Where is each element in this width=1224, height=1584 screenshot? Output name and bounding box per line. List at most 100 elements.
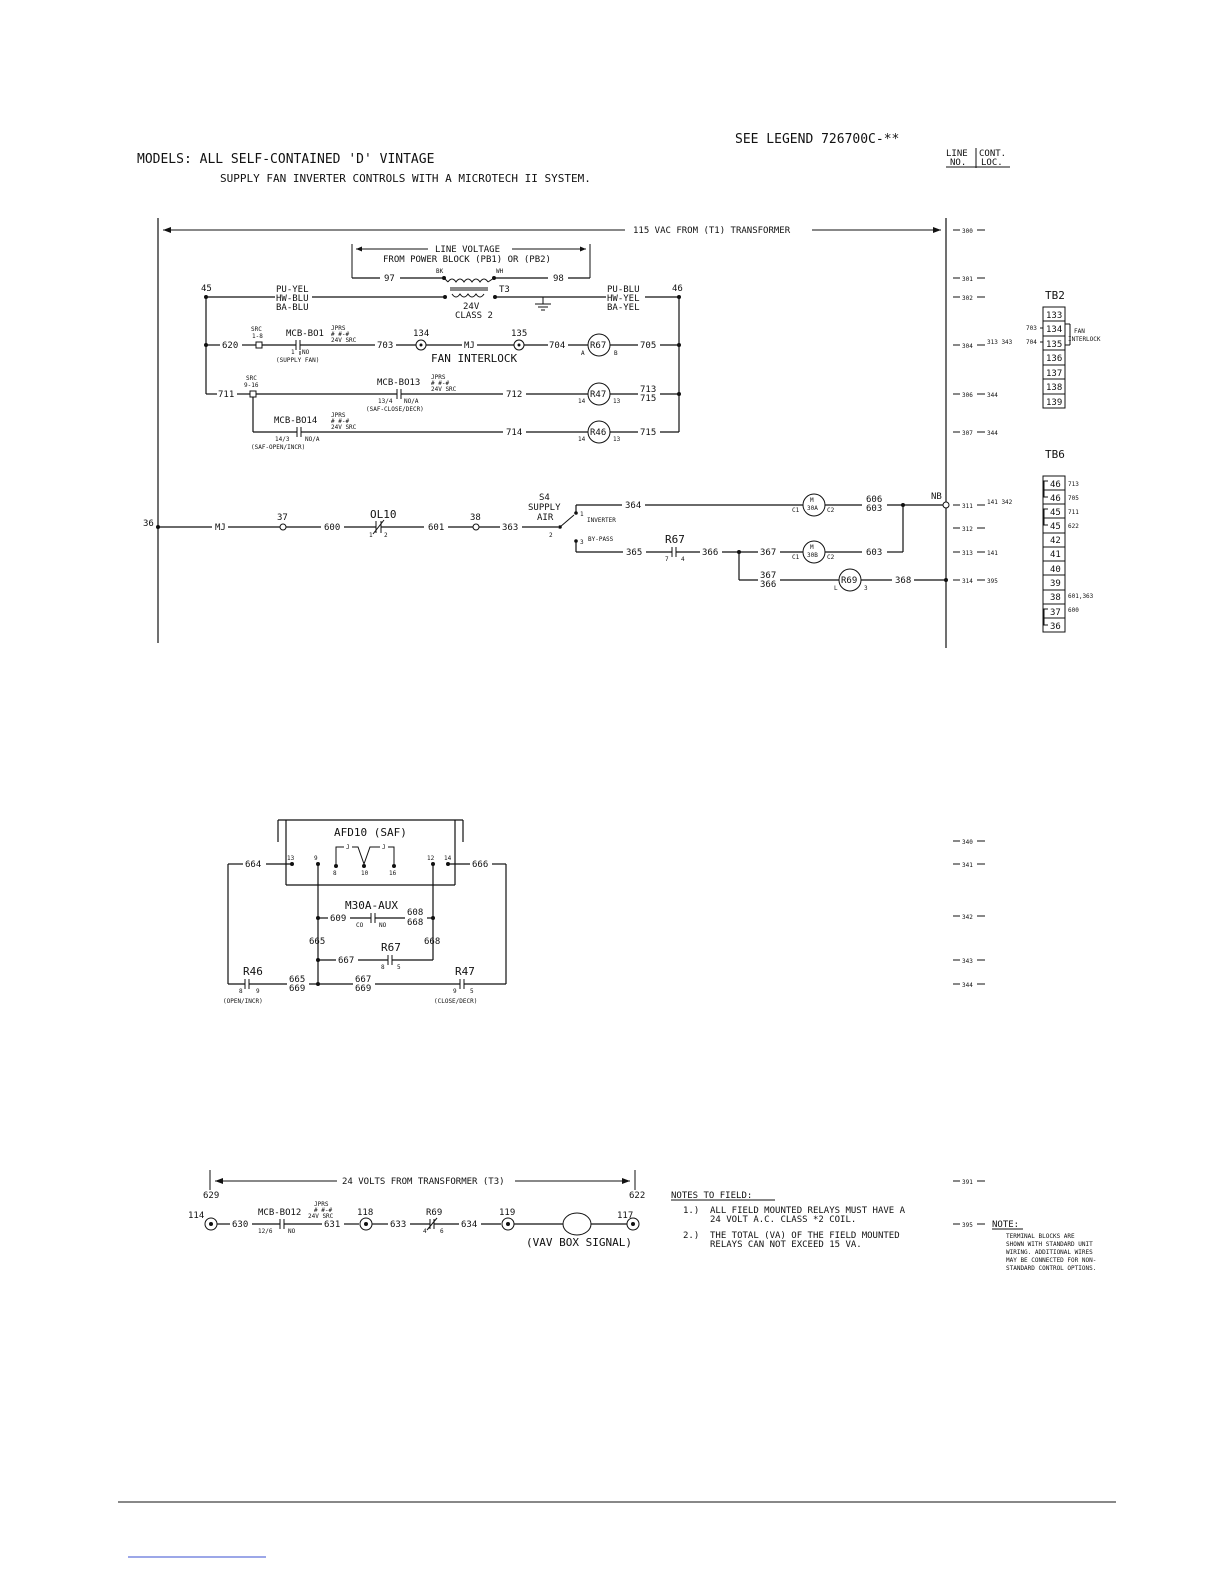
note-line-1: TERMINAL BLOCKS ARE (1006, 1233, 1075, 1240)
m30b-m-label: M (810, 544, 814, 551)
afd-pin-13: 13 (287, 855, 295, 862)
note-2-number: 2.) (683, 1231, 699, 1241)
m30a-c1: C1 (792, 507, 800, 514)
tb6-terminal-46b: 46 (1050, 494, 1061, 504)
tb6-side-705: 705 (1068, 495, 1079, 502)
wire-667b-label: 667 (355, 975, 371, 985)
tb2-wire-704: 704 (1026, 339, 1037, 346)
fan-interlock-label: FAN INTERLOCK (431, 352, 517, 365)
note-line-5: STANDARD CONTROL OPTIONS. (1006, 1265, 1096, 1272)
jprs-label-4: JPRS (314, 1201, 329, 1208)
line-301: 301 (953, 276, 985, 283)
wire-608-label: 608 (407, 908, 423, 918)
afd-circuit: AFD10 (SAF) 13 9 12 14 8 10 16 J J 664 6… (223, 819, 507, 1005)
wire-669b-label: 669 (355, 984, 371, 994)
r46-14-label: 14 (578, 436, 586, 443)
jprs-label-2: JPRS (431, 374, 446, 381)
mj-label: MJ (464, 341, 475, 351)
afd-pin-10: 10 (361, 870, 369, 877)
s4-air-label: AIR (537, 513, 554, 523)
ol10-label: OL10 (370, 508, 397, 521)
r46-coil-label: R46 (590, 428, 606, 438)
line-342-no: 342 (962, 914, 973, 921)
left-color-3: BA-BLU (276, 303, 309, 313)
wire-367b-label: 367 (760, 571, 776, 581)
tb2-terminal-136: 136 (1046, 354, 1062, 364)
tb2-terminal-138: 138 (1046, 383, 1062, 393)
tb6-side-600: 600 (1068, 607, 1079, 614)
wire-631-label: 631 (324, 1220, 340, 1230)
r69-3-label: 3 (864, 585, 868, 592)
bus-115vac-label: 115 VAC FROM (T1) TRANSFORMER (633, 226, 791, 236)
tb6-terminal-39: 39 (1050, 579, 1061, 589)
tb2-terminal-135: 135 (1046, 340, 1062, 350)
wire-364-label: 364 (625, 501, 641, 511)
vav-box-signal-load (562, 1212, 592, 1236)
mcb-bo14-pins: 14/3 (275, 436, 290, 443)
mcb-bo14-desc: (SAF-OPEN/INCR) (251, 444, 305, 451)
wire-668b-label: 668 (424, 937, 440, 947)
mcb-bo12-no: NO (288, 1228, 296, 1235)
s4-switch-blade (559, 514, 575, 528)
wire-711-label: 711 (218, 390, 234, 400)
line-301-no: 301 (962, 276, 973, 283)
line-341: 341 (953, 862, 985, 869)
tb6-side-711: 711 (1068, 509, 1079, 516)
line-306-loc: 344 (987, 392, 998, 399)
afd-pin-12: 12 (427, 855, 435, 862)
r46-open-incr-label: (OPEN/INCR) (223, 998, 263, 1005)
r67-aux-5: 5 (397, 964, 401, 971)
tb6-terminal-36: 36 (1050, 622, 1061, 632)
right-color-3: BA-YEL (607, 303, 640, 313)
line-342: 342 (953, 914, 985, 921)
wire-603a-label: 603 (866, 504, 882, 514)
m30a-m-label: M (810, 497, 814, 504)
line-340-no: 340 (962, 839, 973, 846)
wire-600-label: 600 (324, 523, 340, 533)
src-2-pins: 9-16 (244, 382, 259, 389)
mcb-bo13-label: MCB-BO13 (377, 378, 420, 388)
mcb-bo13-no: NO/A (404, 398, 419, 405)
tb6-title: TB6 (1045, 448, 1065, 461)
jprs-pins-2: # #-# (431, 380, 449, 387)
tb2-title: TB2 (1045, 289, 1065, 302)
tb2-terminal-133: 133 (1046, 311, 1062, 321)
afd-pin-8: 8 (333, 870, 337, 877)
jprs-pins-3: # #-# (331, 418, 349, 425)
line-343: 343 (953, 958, 985, 965)
t3-label: T3 (499, 285, 510, 295)
right-color-2: HW-YEL (607, 294, 640, 304)
line-341-no: 341 (962, 862, 973, 869)
r46-contact-label: R46 (243, 965, 263, 978)
tb2-terminals: 133 134 135 136 137 138 139 (1043, 311, 1065, 408)
src-2-label: SRC (246, 375, 257, 382)
afd-pin-14: 14 (444, 855, 452, 862)
r46-contact-9: 9 (256, 988, 260, 995)
s4-pin-1: 1 (580, 511, 584, 518)
r67-aux-8: 8 (381, 964, 385, 971)
tb6-terminal-45a: 45 (1050, 508, 1061, 518)
r47-14-label: 14 (578, 398, 586, 405)
r47-coil-label: R47 (590, 390, 606, 400)
mcb-bo14-label: MCB-BO14 (274, 416, 317, 426)
afd10-label: AFD10 (SAF) (334, 826, 407, 839)
tb6-side-713: 713 (1068, 481, 1079, 488)
line-cont-header: LINE NO. CONT. LOC. (946, 148, 1010, 168)
note-2-line-2: RELAYS CAN NOT EXCEED 15 VA. (710, 1240, 862, 1250)
mcb-bo13-desc: (SAF-CLOSE/DECR) (366, 406, 424, 413)
line-344: 344 (953, 982, 985, 989)
tb6-terminal-45b: 45 (1050, 522, 1061, 532)
m30a-aux-label: M30A-AUX (345, 899, 398, 912)
wire-665b-label: 665 (289, 975, 305, 985)
terminal-block-note: NOTE: TERMINAL BLOCKS ARE SHOWN WITH STA… (992, 1220, 1096, 1272)
wire-665a-label: 665 (309, 937, 325, 947)
tb2-terminal-134: 134 (1046, 325, 1062, 335)
wire-712-label: 712 (506, 390, 522, 400)
line-313-loc: 141 (987, 550, 998, 557)
wire-mj-label: MJ (215, 523, 226, 533)
t3-primary-coil (447, 278, 489, 283)
wire-705-label: 705 (640, 341, 656, 351)
r67-coil-label: R67 (590, 341, 606, 351)
